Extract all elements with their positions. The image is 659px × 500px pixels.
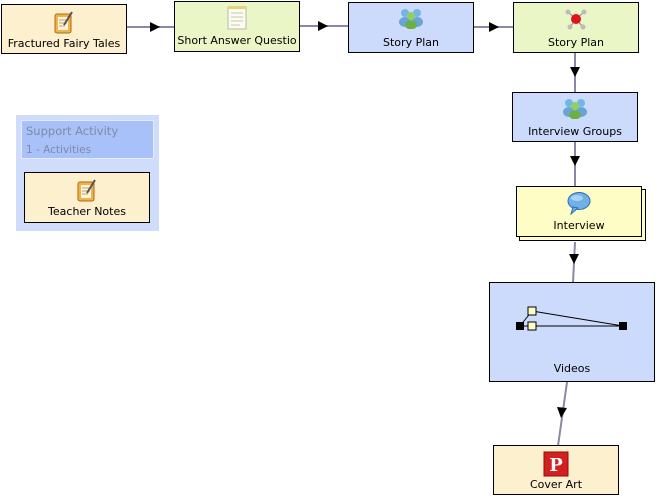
group-people-icon <box>397 7 425 32</box>
support-activity-header: Support Activity 1 - Activities <box>21 120 154 159</box>
activity-label: Cover Art <box>529 478 583 491</box>
notepad-icon <box>226 5 248 34</box>
activity-label: Story Plan <box>383 36 439 49</box>
activity-teacher-notes[interactable]: Teacher Notes <box>24 172 150 223</box>
activity-label: Interview <box>553 219 605 232</box>
activity-short-answer-questions[interactable]: Short Answer Questio <box>174 1 300 52</box>
activity-label: Fractured Fairy Tales <box>7 37 121 50</box>
support-activity-panel[interactable]: Support Activity 1 - Activities Teacher … <box>16 115 159 231</box>
group-people-icon <box>561 97 589 122</box>
support-activity-subtitle: 1 - Activities <box>26 144 92 156</box>
support-activity-title: Support Activity <box>26 124 119 138</box>
activity-label: Videos <box>553 362 591 375</box>
svg-text:P: P <box>549 455 563 476</box>
letter-p-icon: P <box>543 451 569 480</box>
activity-cover-art[interactable]: P Cover Art <box>493 445 619 495</box>
branching-diagram-icon <box>515 305 629 338</box>
activity-label: Story Plan <box>548 36 604 49</box>
activity-fractured-fairy-tales[interactable]: Fractured Fairy Tales <box>1 4 127 54</box>
activity-label: Teacher Notes <box>48 205 126 218</box>
notebook-pencil-icon <box>53 11 75 38</box>
activity-label: Short Answer Questio <box>177 34 297 47</box>
notebook-pencil-icon <box>76 179 98 206</box>
activity-videos[interactable]: Videos <box>489 282 655 382</box>
activity-label: Interview Groups <box>528 125 622 138</box>
activity-story-plan-group[interactable]: Story Plan <box>348 2 474 53</box>
activity-story-plan-branching[interactable]: Story Plan <box>513 2 639 53</box>
activity-interview[interactable]: Interview <box>516 186 642 237</box>
activity-interview-groups[interactable]: Interview Groups <box>512 92 638 142</box>
speech-bubble-icon <box>566 191 592 218</box>
molecule-icon <box>563 7 589 34</box>
